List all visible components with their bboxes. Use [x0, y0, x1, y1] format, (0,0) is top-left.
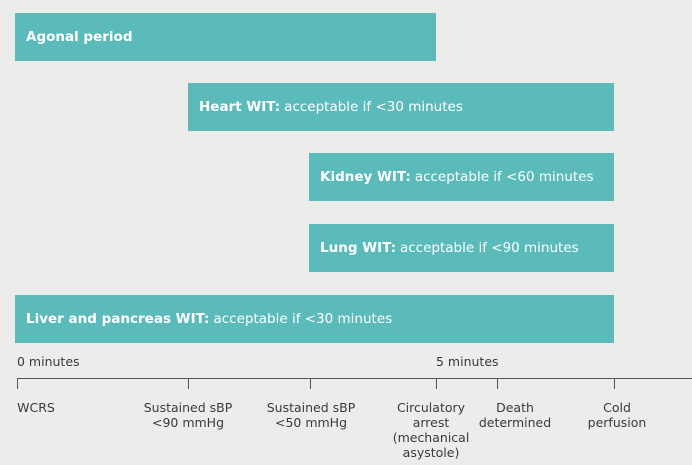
heart-wit-bar: Heart WIT: acceptable if <30 minutes	[188, 83, 614, 131]
liver-pancreas-wit-title: Liver and pancreas WIT:	[26, 311, 210, 327]
heart-wit-title: Heart WIT:	[199, 99, 281, 115]
agonal-period-title: Agonal period	[26, 29, 133, 45]
lung-wit-text: acceptable if <90 minutes	[399, 240, 579, 256]
heart-wit-text: acceptable if <30 minutes	[284, 99, 463, 115]
event-wcrs: WCRS	[17, 400, 55, 415]
liver-pancreas-wit-bar: Liver and pancreas WIT: acceptable if <3…	[15, 295, 614, 343]
event-sbp-90: Sustained sBP <90 mmHg	[143, 400, 233, 430]
tick-death-determined	[497, 378, 498, 389]
event-death-determined: Death determined	[478, 400, 552, 430]
agonal-period-bar: Agonal period	[15, 13, 436, 61]
axis-label-0-minutes: 0 minutes	[17, 354, 80, 369]
kidney-wit-text: acceptable if <60 minutes	[414, 169, 594, 185]
tick-wcrs	[17, 378, 18, 389]
axis-label-5-minutes: 5 minutes	[436, 354, 499, 369]
lung-wit-title: Lung WIT:	[320, 240, 396, 256]
tick-cold-perfusion	[614, 378, 615, 389]
lung-wit-bar: Lung WIT: acceptable if <90 minutes	[309, 224, 614, 272]
timeline-axis	[17, 378, 692, 379]
tick-circulatory-arrest	[436, 378, 437, 389]
kidney-wit-title: Kidney WIT:	[320, 169, 411, 185]
kidney-wit-bar: Kidney WIT: acceptable if <60 minutes	[309, 153, 614, 201]
event-circulatory-arrest: Circulatory arrest (mechanical asystole)	[392, 400, 470, 460]
tick-sbp-50	[310, 378, 311, 389]
liver-pancreas-wit-text: acceptable if <30 minutes	[213, 311, 393, 327]
event-cold-perfusion: Cold perfusion	[587, 400, 647, 430]
event-sbp-50: Sustained sBP <50 mmHg	[266, 400, 356, 430]
tick-sbp-90	[188, 378, 189, 389]
